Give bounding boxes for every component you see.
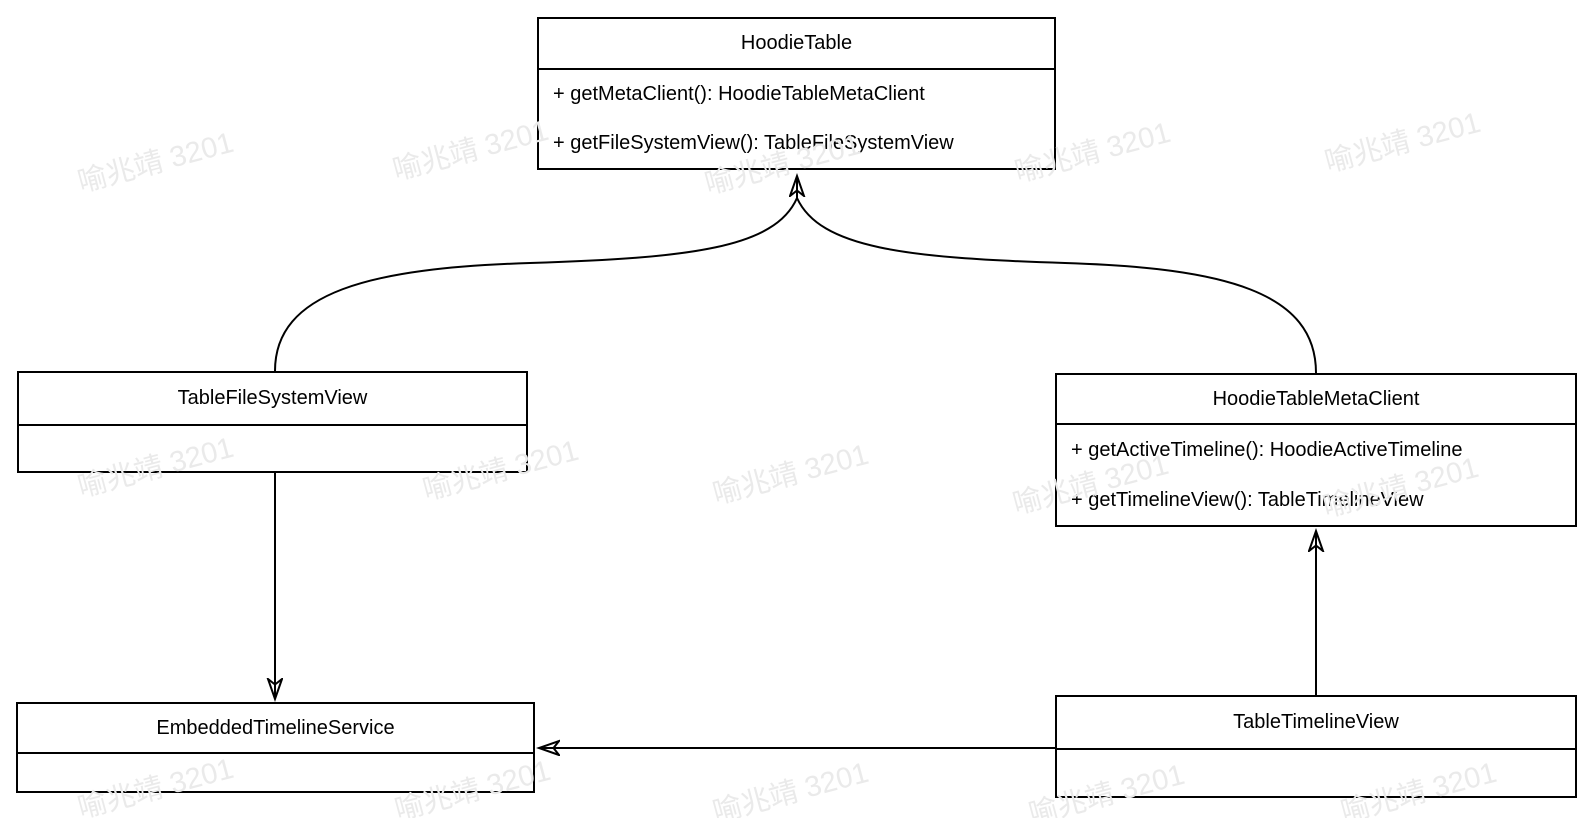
class-name-hoodietablemetaclient: HoodieTableMetaClient bbox=[1057, 375, 1575, 425]
arrow-tablefilesystemview-to-hoodietable bbox=[274, 197, 798, 372]
class-box-hoodietablemetaclient: HoodieTableMetaClient + getActiveTimelin… bbox=[1055, 373, 1577, 527]
empty-compartment bbox=[1057, 750, 1575, 796]
watermark: 喻兆靖 3201 bbox=[1321, 106, 1484, 180]
empty-compartment bbox=[18, 754, 533, 791]
class-name-embeddedtimelineservice: EmbeddedTimelineService bbox=[18, 704, 533, 754]
class-name-tabletimelineview: TableTimelineView bbox=[1057, 697, 1575, 750]
watermark: 喻兆靖 3201 bbox=[709, 756, 872, 818]
class-box-tablefilesystemview: TableFileSystemView bbox=[17, 371, 528, 473]
class-methods-hoodietable: + getMetaClient(): HoodieTableMetaClient… bbox=[539, 70, 1054, 168]
method-getactivetimeline: + getActiveTimeline(): HoodieActiveTimel… bbox=[1071, 438, 1463, 461]
method-getmetaclient: + getMetaClient(): HoodieTableMetaClient bbox=[553, 83, 925, 105]
class-methods-hoodietablemetaclient: + getActiveTimeline(): HoodieActiveTimel… bbox=[1057, 425, 1575, 525]
class-box-hoodietable: HoodieTable + getMetaClient(): HoodieTab… bbox=[537, 17, 1056, 170]
method-gettimelineview: + getTimelineView(): TableTimelineView bbox=[1071, 488, 1424, 511]
class-box-embeddedtimelineservice: EmbeddedTimelineService bbox=[16, 702, 535, 793]
class-name-hoodietable: HoodieTable bbox=[539, 19, 1054, 70]
watermark: 喻兆靖 3201 bbox=[389, 114, 552, 188]
class-name-tablefilesystemview: TableFileSystemView bbox=[19, 373, 526, 426]
empty-compartment bbox=[19, 426, 526, 471]
class-box-tabletimelineview: TableTimelineView bbox=[1055, 695, 1577, 798]
method-getfilesystemview: + getFileSystemView(): TableFileSystemVi… bbox=[553, 132, 954, 154]
watermark: 喻兆靖 3201 bbox=[709, 438, 872, 512]
arrow-hoodietablemetaclient-to-hoodietable bbox=[796, 197, 1317, 374]
watermark: 喻兆靖 3201 bbox=[74, 126, 237, 200]
